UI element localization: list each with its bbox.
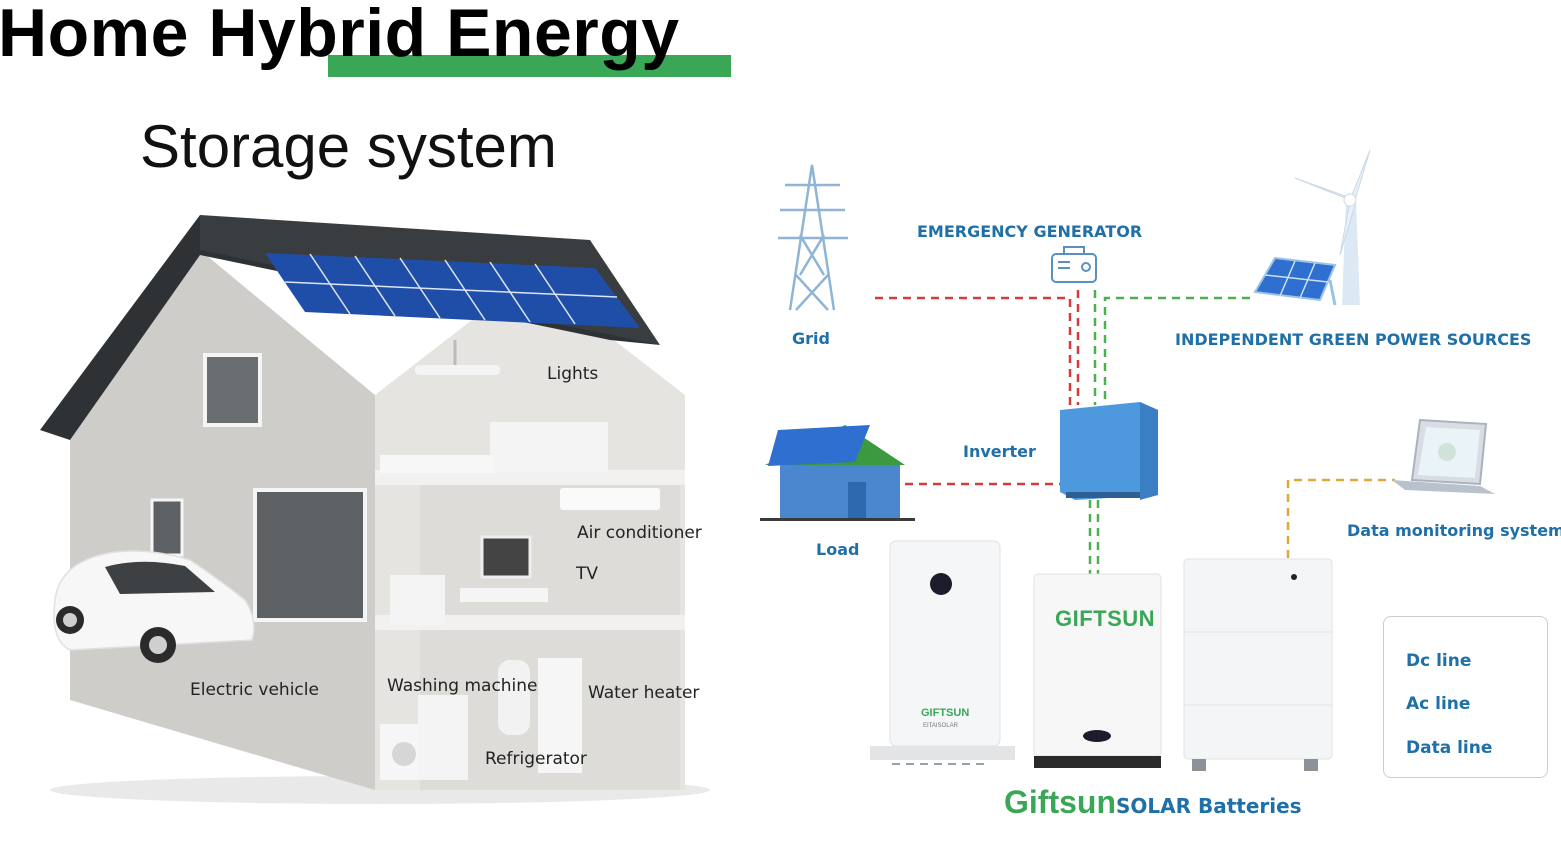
data-line-monitoring xyxy=(1288,480,1395,558)
battery-small-brand: GIFTSUN xyxy=(921,707,969,719)
battery-small-sub: EITAISOLAR xyxy=(923,723,958,729)
label-inverter: Inverter xyxy=(963,442,1036,461)
label-grid: Grid xyxy=(792,329,830,348)
dc-line-green-sources xyxy=(1105,298,1250,405)
battery-brand-logo: GIFTSUN xyxy=(1055,606,1155,632)
label-emergency-generator: EMERGENCY GENERATOR xyxy=(917,222,1142,241)
legend-data-label: Data line xyxy=(1406,738,1492,758)
ac-line-grid xyxy=(875,298,1070,405)
legend-ac-label: Ac line xyxy=(1406,694,1470,714)
batteries-caption: GiftsunSOLAR Batteries xyxy=(1004,784,1302,821)
solar-panel-icon xyxy=(1255,258,1335,305)
transmission-tower-icon xyxy=(778,165,848,310)
inverter-icon xyxy=(1060,402,1158,500)
generator-icon xyxy=(1052,247,1096,282)
page-title: Home Hybrid Energy xyxy=(0,0,680,72)
laptop-icon xyxy=(1392,420,1495,494)
battery-icon-center xyxy=(1034,574,1161,768)
label-load: Load xyxy=(816,540,859,559)
house-icon xyxy=(760,425,915,521)
label-data-monitoring: Data monitoring system xyxy=(1347,521,1561,540)
caption-brand: Giftsun xyxy=(1004,784,1116,820)
legend-dc-label: Dc line xyxy=(1406,651,1471,671)
battery-icon-stack xyxy=(1184,559,1332,771)
battery-icon-left xyxy=(870,541,1015,764)
caption-suffix: SOLAR Batteries xyxy=(1116,794,1302,818)
label-green-power-sources: INDEPENDENT GREEN POWER SOURCES xyxy=(1175,330,1531,349)
